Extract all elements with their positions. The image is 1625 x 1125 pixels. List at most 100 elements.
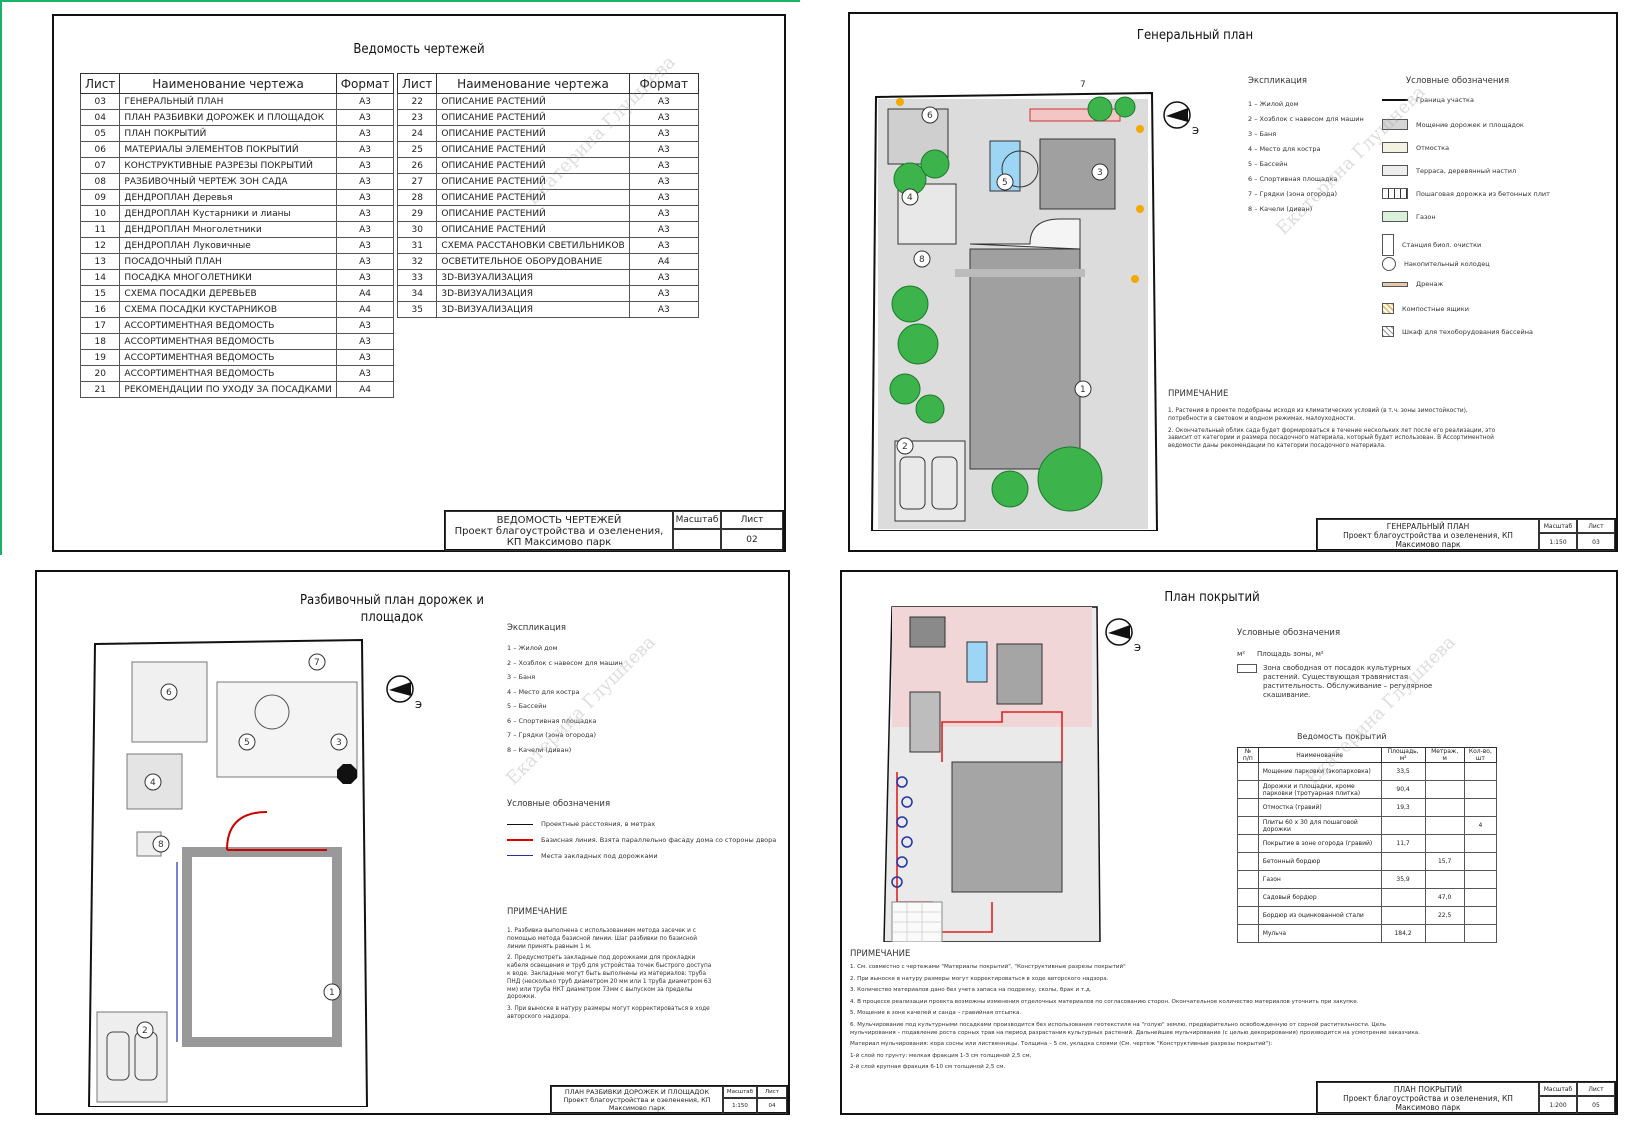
cell-format: А3 <box>335 237 395 254</box>
cell-sheet: 22 <box>396 93 438 110</box>
header-sheet: Лист <box>396 73 438 94</box>
cell-sheet: 10 <box>79 205 121 222</box>
list-item: 4 – Место для костра <box>1248 145 1321 153</box>
table-header: Площадь, м² <box>1380 747 1426 763</box>
table-cell: 19,3 <box>1380 798 1426 817</box>
list-item: 2 – Хозблок с навесом для машин <box>1248 115 1364 123</box>
svg-text:3: 3 <box>336 738 342 748</box>
stamp-scale <box>673 529 721 551</box>
cell-sheet: 16 <box>79 301 121 318</box>
table-cell: 90,4 <box>1380 780 1426 799</box>
legend-item: Терраса, деревянный настил <box>1382 165 1516 176</box>
header-name: Наименование чертежа <box>436 73 630 94</box>
svg-text:8: 8 <box>158 840 164 850</box>
stamp-sheet: 03 <box>1577 533 1615 551</box>
explication-title: Экспликация <box>1248 76 1308 86</box>
cell-sheet: 33 <box>396 269 438 286</box>
explication-title: Экспликация <box>507 623 567 633</box>
legend-title: Условные обозначения <box>1406 76 1510 86</box>
table-cell <box>1463 834 1498 853</box>
header-format: Формат <box>335 73 395 94</box>
cell-sheet: 19 <box>79 349 121 366</box>
north-arrow-icon: Э <box>1163 101 1199 137</box>
cell-sheet: 13 <box>79 253 121 270</box>
cell-format: А3 <box>335 269 395 286</box>
cell-format: А3 <box>335 141 395 158</box>
cell-name: ОПИСАНИЕ РАСТЕНИЙ <box>436 173 630 190</box>
legend-label: Мощение дорожек и площадок <box>1416 120 1524 129</box>
legend-label: Базисная линия. Взята параллельно фасаду… <box>541 836 777 844</box>
notes: 1. Разбивка выполнена с использованием м… <box>507 928 712 1026</box>
table-cell <box>1424 816 1465 835</box>
north-arrow-icon: Э <box>386 675 422 711</box>
sheet-title: Разбивочный план дорожек и площадок <box>300 593 484 625</box>
cell-format: А3 <box>628 285 700 302</box>
cell-name: АССОРТИМЕНТНАЯ ВЕДОМОСТЬ <box>119 349 337 366</box>
cell-name: ДЕНДРОПЛАН Деревья <box>119 189 337 206</box>
table-row: Мощение парковки (экопарковка)33,5 <box>1237 762 1498 781</box>
cell-sheet: 09 <box>79 189 121 206</box>
cell-format: А3 <box>335 205 395 222</box>
cell-format: А3 <box>628 301 700 318</box>
svg-text:Э: Э <box>1192 126 1199 137</box>
legend-item: Компостные ящики <box>1382 303 1469 314</box>
table-cell <box>1237 888 1259 907</box>
legend-label: Пошаговая дорожка из бетонных плит <box>1416 189 1550 198</box>
cell-sheet: 17 <box>79 317 121 334</box>
cell-name: ОПИСАНИЕ РАСТЕНИЙ <box>436 221 630 238</box>
top-green-line <box>0 0 800 2</box>
cell-format: А3 <box>335 189 395 206</box>
cell-format: А3 <box>335 253 395 270</box>
cell-sheet: 03 <box>79 93 121 110</box>
note-item: 3. Количество материалов дано без учета … <box>850 987 1092 994</box>
surfaces-plan-drawing <box>883 606 1101 942</box>
table-cell <box>1463 852 1498 871</box>
legend-swatch <box>1382 211 1408 222</box>
table-cell <box>1237 870 1259 889</box>
table-cell <box>1424 924 1465 943</box>
cell-name: ОПИСАНИЕ РАСТЕНИЙ <box>436 93 630 110</box>
table-cell: 22,5 <box>1424 906 1465 925</box>
legend-item: Дренаж <box>1382 280 1443 288</box>
cell-name: ОПИСАНИЕ РАСТЕНИЙ <box>436 141 630 158</box>
legend-free-zone: Зона свободная от посадок культурных рас… <box>1237 664 1447 700</box>
sheet-title: Генеральный план <box>1136 28 1254 43</box>
cell-sheet: 12 <box>79 237 121 254</box>
stamp-sheet-label: Лист <box>1577 1082 1615 1096</box>
legend-swatch <box>1382 303 1394 314</box>
cell-format: А3 <box>628 157 700 174</box>
cell-name: ДЕНДРОПЛАН Луковичные <box>119 237 337 254</box>
note-item: 1. См. совместно с чертежами "Материалы … <box>850 964 1126 970</box>
cell-sheet: 05 <box>79 125 121 142</box>
cell-format: А3 <box>628 205 700 222</box>
cell-format: А3 <box>628 237 700 254</box>
table-cell: 11,7 <box>1380 834 1426 853</box>
cell-name: ОСВЕТИТЕЛЬНОЕ ОБОРУДОВАНИЕ <box>436 253 630 270</box>
stamp-scale-label: Масштаб <box>673 511 721 529</box>
legend-label: Проектные расстояния, в метрах <box>541 820 656 828</box>
table-cell <box>1237 798 1259 817</box>
legend-item: Базисная линия. Взята параллельно фасаду… <box>507 836 776 844</box>
table-cell <box>1237 852 1259 871</box>
table-header: Кол-во, шт <box>1463 747 1498 763</box>
legend-swatch <box>1382 142 1408 153</box>
cell-sheet: 34 <box>396 285 438 302</box>
cell-name: ОПИСАНИЕ РАСТЕНИЙ <box>436 109 630 126</box>
note-item: 4. В процессе реализации проекта возможн… <box>850 998 1359 1005</box>
cell-format: А3 <box>628 93 700 110</box>
legend-item: Шкаф для техоборудования бассейна <box>1382 326 1533 337</box>
cell-format: А4 <box>335 381 395 398</box>
cell-sheet: 21 <box>79 381 121 398</box>
